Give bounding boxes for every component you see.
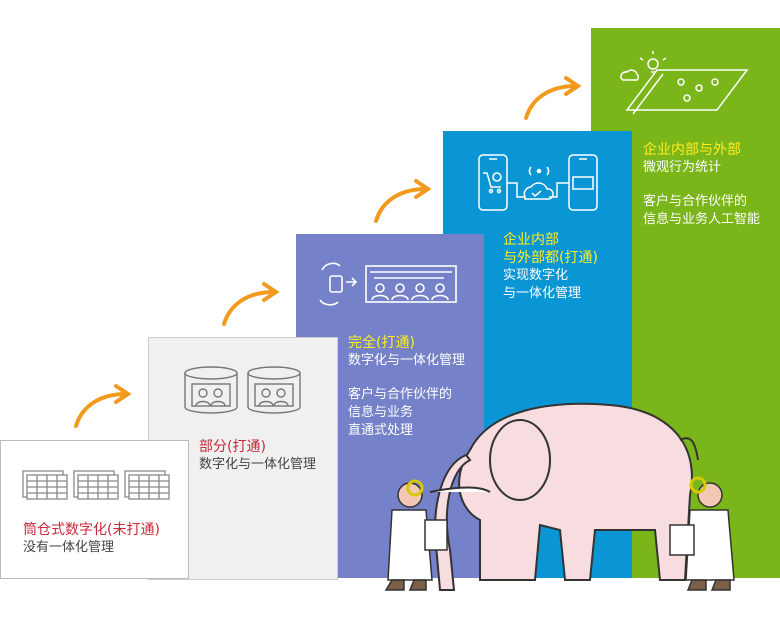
step-3-detail-1: 客户与合作伙伴的 xyxy=(348,387,453,402)
step-5-detail-2: 信息与业务人工智能 xyxy=(643,212,761,227)
step-1-panel: 筒仓式数字化(未打通) 没有一体化管理 xyxy=(0,440,189,579)
step-4-desc-1: 实现数字化 xyxy=(503,268,569,283)
step-4-desc-2: 与一体化管理 xyxy=(503,286,582,301)
step-3-desc: 数字化与一体化管理 xyxy=(348,353,466,368)
step-4-title-1: 企业内部 xyxy=(503,232,559,248)
step-1-title: 筒仓式数字化(未打通) xyxy=(23,522,160,538)
step-2-desc: 数字化与一体化管理 xyxy=(199,457,317,472)
step-4-title-2: 与外部都(打通) xyxy=(503,250,598,266)
arrow-icon xyxy=(74,384,132,428)
arrow-icon xyxy=(222,282,280,326)
step-5-desc: 微观行为统计 xyxy=(643,160,722,175)
spreadsheet-icon xyxy=(22,470,170,500)
smartphone-ai-icon xyxy=(620,51,749,115)
arrow-icon xyxy=(374,179,432,223)
step-2-title: 部分(打通) xyxy=(199,439,266,455)
step-3-title: 完全(打通) xyxy=(348,335,415,351)
step-3-detail-2: 信息与业务 xyxy=(348,405,414,420)
step-5-title: 企业内部与外部 xyxy=(643,142,741,158)
step-5-detail-1: 客户与合作伙伴的 xyxy=(643,194,748,209)
elephant-illustration xyxy=(384,402,735,591)
step-3-detail-3: 直通式处理 xyxy=(348,423,414,438)
mobile-cloud-icon xyxy=(478,154,598,211)
step-1-desc: 没有一体化管理 xyxy=(23,540,115,555)
exchange-icon xyxy=(319,262,457,306)
database-icon xyxy=(184,366,301,414)
arrow-icon xyxy=(524,76,582,120)
